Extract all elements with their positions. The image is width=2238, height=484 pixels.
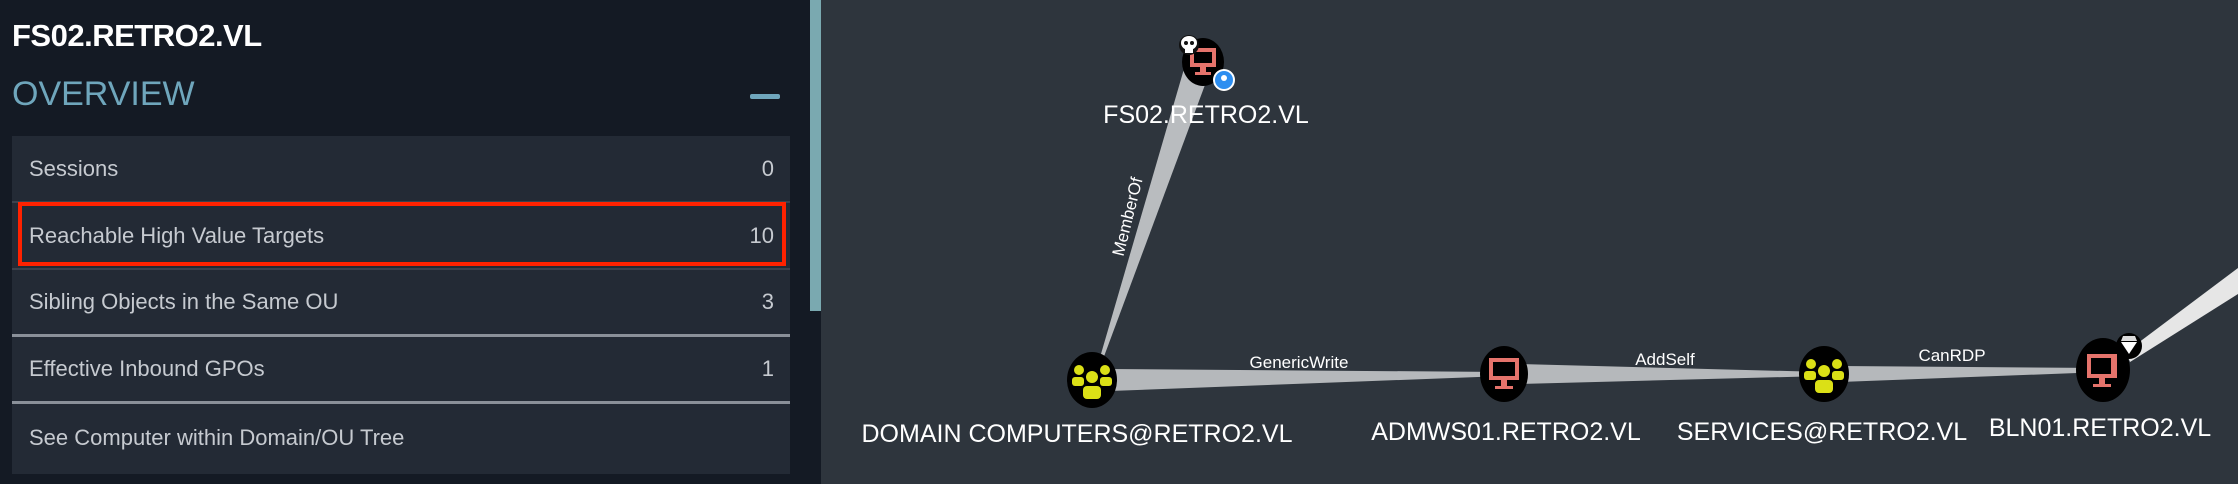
edge-addself[interactable] bbox=[1520, 364, 1824, 384]
computer-icon bbox=[1489, 358, 1519, 389]
row-label: Sibling Objects in the Same OU bbox=[29, 289, 339, 314]
edge-label-genericwrite: GenericWrite bbox=[1250, 353, 1349, 372]
edge-memberof[interactable] bbox=[1094, 62, 1212, 378]
collapse-minus-icon[interactable] bbox=[750, 94, 780, 99]
row-reachable-high-value-targets[interactable]: Reachable High Value Targets 10 bbox=[12, 203, 790, 270]
row-effective-inbound-gpos[interactable]: Effective Inbound GPOs 1 bbox=[12, 337, 790, 404]
row-sessions[interactable]: Sessions 0 bbox=[12, 136, 790, 203]
row-value: 0 bbox=[761, 155, 774, 181]
row-label: Sessions bbox=[29, 155, 119, 181]
skull-icon bbox=[1179, 35, 1199, 55]
node-services[interactable] bbox=[1799, 346, 1849, 402]
node-domain-computers[interactable] bbox=[1067, 352, 1117, 408]
node-label-services: SERVICES@RETRO2.VL bbox=[1677, 418, 1967, 446]
node-label-bln01: BLN01.RETRO2.VL bbox=[1989, 414, 2211, 442]
group-icon bbox=[1804, 359, 1844, 393]
edge-canrdp[interactable] bbox=[1840, 366, 2103, 382]
row-label: Reachable High Value Targets bbox=[29, 222, 325, 248]
edge-label-canrdp: CanRDP bbox=[1918, 346, 1985, 365]
diamond-icon bbox=[2116, 333, 2142, 359]
computer-icon bbox=[1190, 48, 1216, 75]
node-label-fs02: FS02.RETRO2.VL bbox=[1103, 101, 1309, 129]
section-header-overview[interactable]: OVERVIEW bbox=[12, 75, 195, 113]
row-label: See Computer within Domain/OU Tree bbox=[29, 424, 405, 450]
node-title: FS02.RETRO2.VL bbox=[12, 18, 262, 53]
edge-offscreen[interactable] bbox=[2126, 268, 2238, 362]
row-value: 10 bbox=[749, 222, 774, 248]
row-see-computer-in-tree[interactable]: See Computer within Domain/OU Tree bbox=[12, 404, 790, 471]
overview-list: Sessions 0 Reachable High Value Targets … bbox=[12, 136, 790, 474]
edge-label-addself: AddSelf bbox=[1635, 350, 1695, 369]
node-fs02[interactable] bbox=[1179, 35, 1235, 91]
row-sibling-objects[interactable]: Sibling Objects in the Same OU 3 bbox=[12, 270, 790, 337]
node-bln01[interactable] bbox=[2076, 333, 2142, 402]
pin-icon bbox=[1213, 69, 1235, 91]
node-admws01[interactable] bbox=[1480, 346, 1528, 402]
row-label: Effective Inbound GPOs bbox=[29, 356, 265, 381]
computer-icon bbox=[2087, 354, 2117, 387]
row-value: 3 bbox=[761, 289, 774, 314]
row-value: 1 bbox=[761, 356, 774, 381]
edge-genericwrite[interactable] bbox=[1110, 369, 1504, 391]
node-label-domain-computers: DOMAIN COMPUTERS@RETRO2.VL bbox=[862, 420, 1293, 448]
scrollbar-thumb[interactable] bbox=[810, 0, 821, 311]
group-icon bbox=[1072, 365, 1112, 399]
node-info-panel: FS02.RETRO2.VL OVERVIEW Sessions 0 Reach… bbox=[0, 0, 810, 484]
node-label-admws01: ADMWS01.RETRO2.VL bbox=[1371, 418, 1641, 446]
